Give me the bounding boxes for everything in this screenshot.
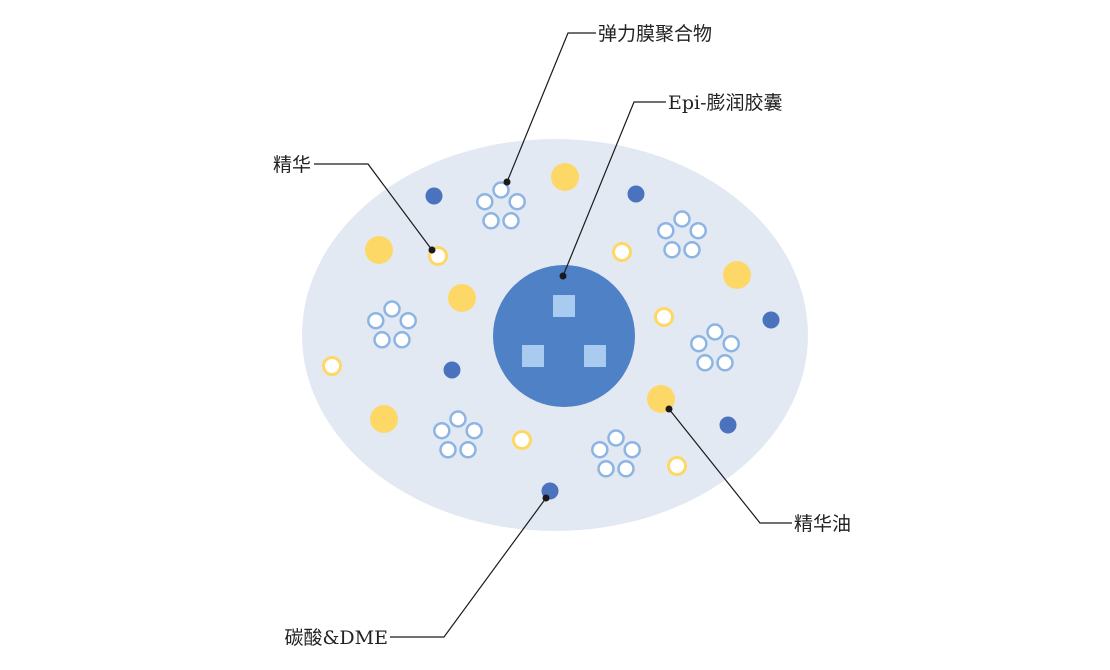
polymer-ring	[465, 421, 483, 440]
yellow-ring	[512, 430, 532, 450]
label-elastic-polymer: 弹力膜聚合物	[598, 23, 712, 45]
polymer-ring	[459, 441, 477, 459]
polymer-cluster	[433, 410, 483, 459]
polymer-ring	[492, 181, 510, 199]
polymer-ring	[502, 212, 520, 230]
nucleus-circle	[493, 265, 635, 407]
polymer-ring	[683, 241, 701, 259]
polymer-ring	[383, 300, 401, 318]
polymer-ring	[439, 441, 457, 459]
polymer-cluster	[367, 300, 417, 349]
blue-dot	[762, 311, 780, 329]
label-essence: 精华	[273, 154, 311, 176]
yellow-dots	[365, 163, 751, 433]
yellow-ring	[667, 456, 687, 476]
yellow-dot	[723, 261, 751, 289]
blue-dot	[627, 185, 645, 203]
anchor-dot	[559, 272, 567, 280]
polymer-ring	[722, 334, 740, 353]
polymer-ring	[689, 221, 707, 240]
polymer-ring	[607, 429, 625, 447]
nucleus-square	[553, 295, 575, 317]
blue-dot	[719, 416, 737, 434]
anchor-dot	[665, 405, 673, 413]
anchor-dot	[428, 246, 436, 254]
polymer-cluster	[476, 181, 526, 230]
polymer-ring	[373, 331, 391, 349]
polymer-clusters	[367, 181, 740, 478]
nucleus-square	[522, 345, 544, 367]
yellow-ring	[654, 307, 674, 327]
yellow-dot	[551, 163, 579, 191]
anchor-dot	[542, 494, 550, 502]
yellow-dot	[370, 405, 398, 433]
polymer-cluster	[657, 210, 707, 259]
leader-line-elastic-polymer	[506, 32, 596, 183]
yellow-dot	[365, 236, 393, 264]
polymer-cluster	[591, 429, 641, 478]
polymer-ring	[696, 354, 714, 372]
yellow-ring	[322, 356, 342, 376]
polymer-ring	[663, 241, 681, 259]
leader-line-epi-capsule	[562, 101, 666, 277]
leader-line-essence-oil	[668, 408, 792, 524]
polymer-ring	[623, 440, 641, 459]
label-epi-capsule: Epi-膨润胶囊	[668, 92, 783, 114]
polymer-cluster	[690, 323, 740, 372]
polymer-ring	[716, 354, 734, 372]
polymer-ring	[673, 210, 691, 228]
polymer-ring	[591, 440, 609, 459]
polymer-ring	[657, 221, 675, 240]
blue-dot	[443, 361, 461, 379]
nucleus-square	[584, 345, 606, 367]
epi-capsule	[493, 265, 635, 407]
leader-line-essence	[314, 163, 433, 251]
polymer-ring	[449, 410, 467, 428]
label-carbonate-dme: 碳酸&DME	[285, 627, 388, 649]
blue-dot	[425, 187, 443, 205]
polymer-ring	[690, 334, 708, 353]
anchor-dot	[503, 178, 511, 186]
yellow-dot	[448, 284, 476, 312]
polymer-ring	[367, 311, 385, 330]
polymer-ring	[393, 331, 411, 349]
polymer-ring	[508, 192, 526, 211]
yellow-rings	[322, 242, 687, 476]
polymer-ring	[617, 460, 635, 478]
leader-line-carbonate-dme	[390, 497, 547, 638]
label-essence-oil: 精华油	[794, 513, 851, 535]
polymer-ring	[476, 192, 494, 211]
polymer-ring	[706, 323, 724, 341]
polymer-ring	[399, 311, 417, 330]
yellow-ring	[612, 242, 632, 262]
polymer-ring	[433, 421, 451, 440]
anchor-dots	[428, 178, 673, 502]
polymer-ring	[482, 212, 500, 230]
leader-lines	[314, 32, 792, 638]
polymer-ring	[597, 460, 615, 478]
